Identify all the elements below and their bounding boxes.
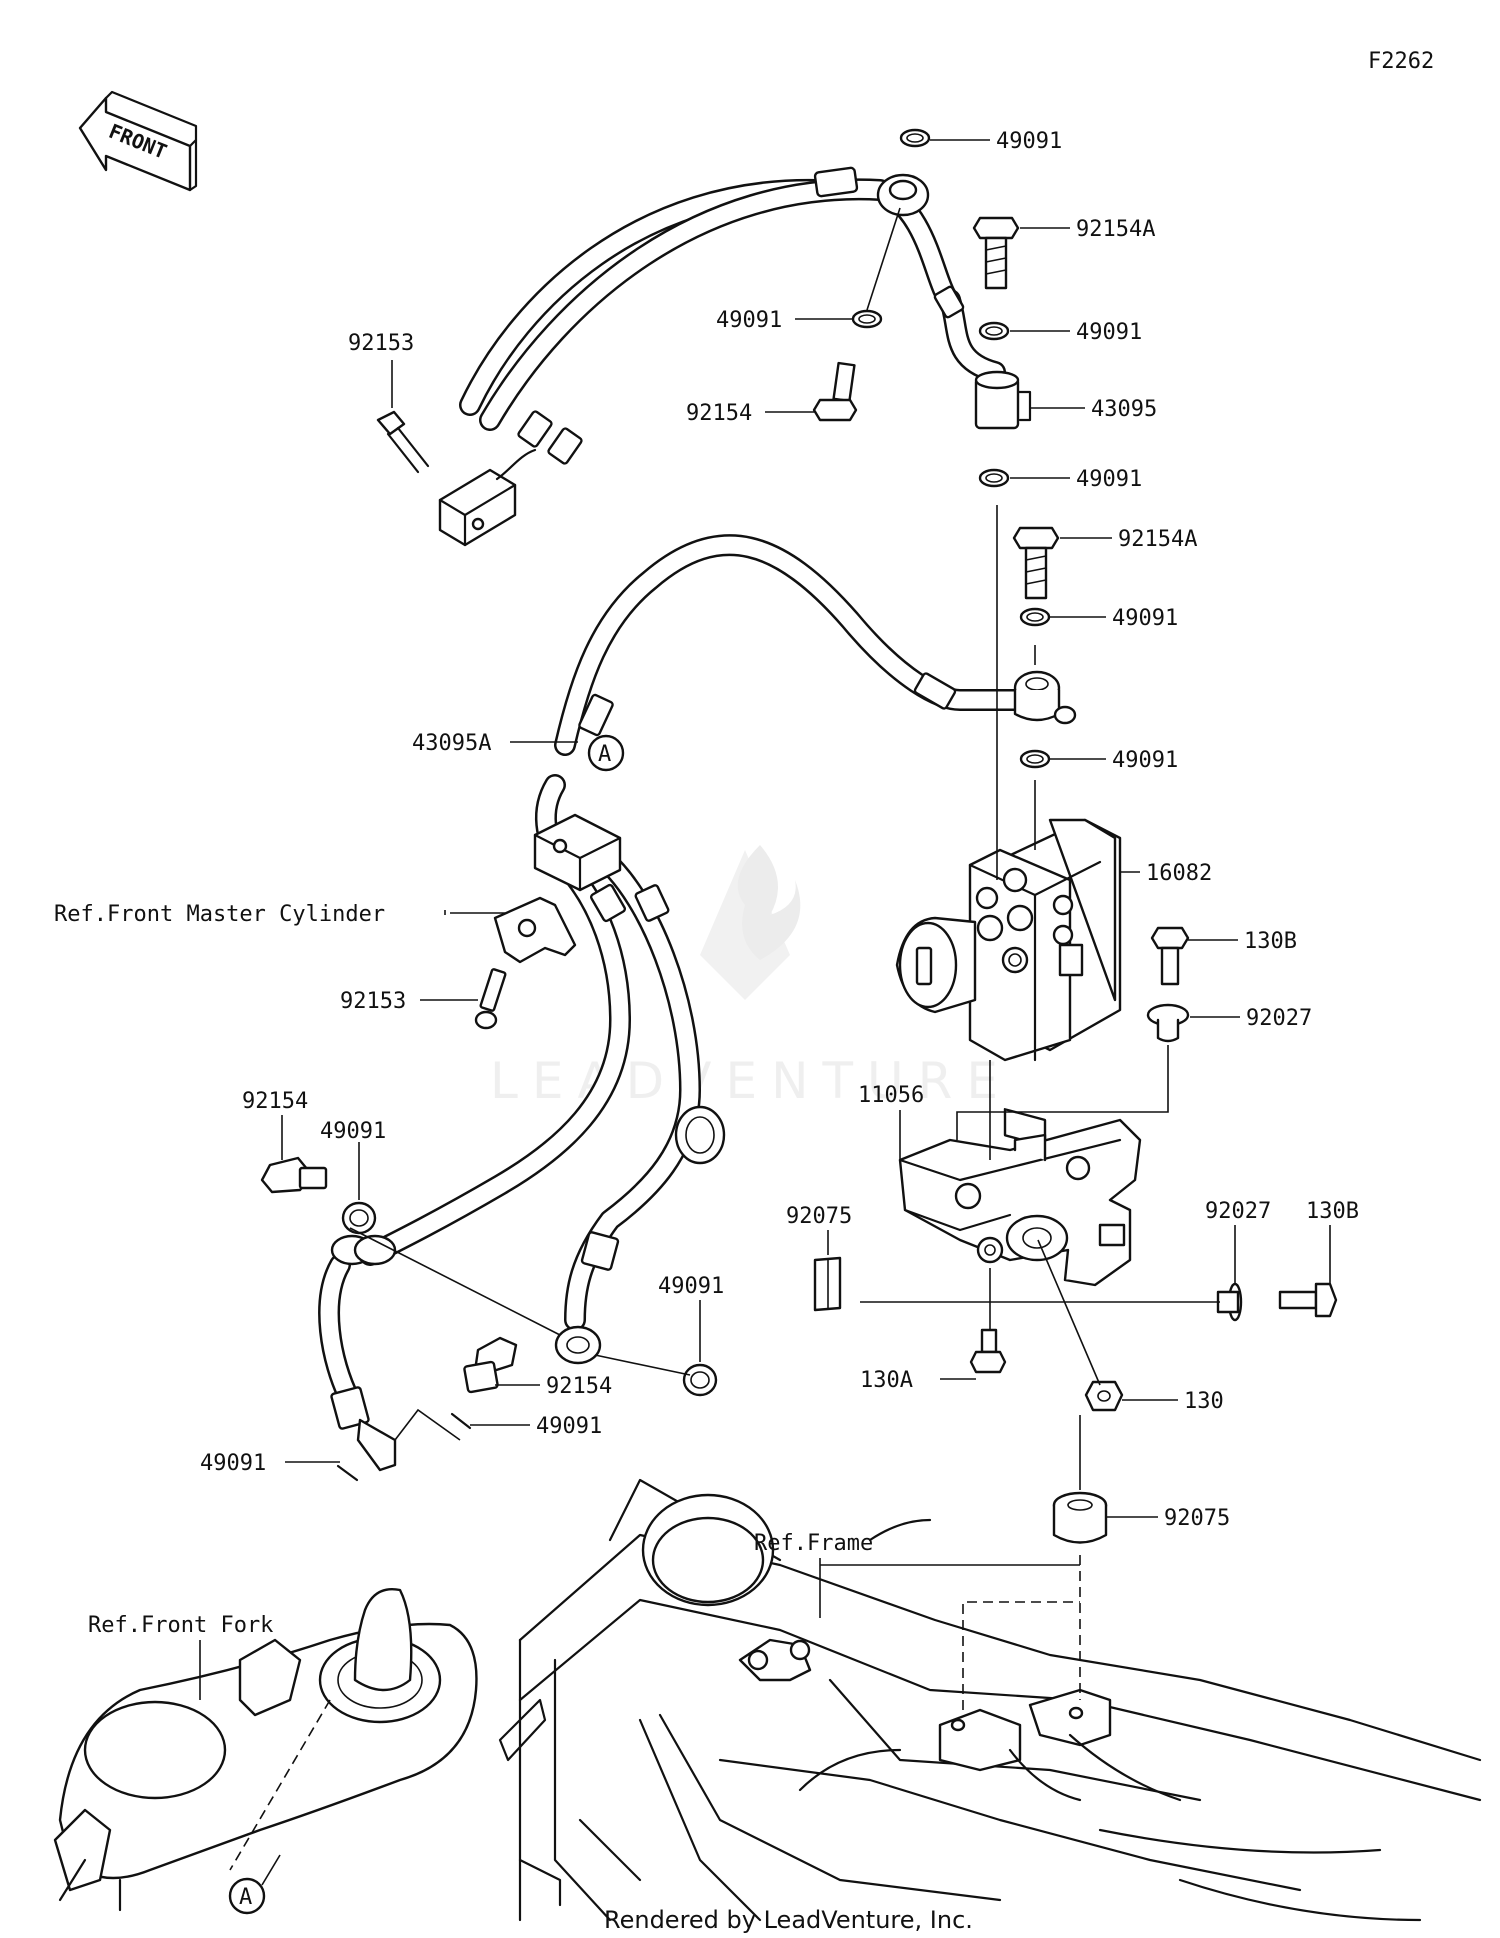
circle-ref-a-upper: A (587, 734, 625, 772)
watermark-text: LEADVENTURE (490, 1052, 1012, 1110)
callout-92027-a: 92027 (1246, 1006, 1312, 1031)
callout-92154A-a: 92154A (1076, 217, 1155, 242)
callout-ref-front-master-cylinder: Ref.Front Master Cylinder (54, 902, 385, 927)
circle-ref-a-lower-label: A (239, 1885, 252, 1910)
hose-43095A (554, 534, 1077, 756)
callout-130: 130 (1184, 1389, 1224, 1414)
banjo-bolt-92154A-lower (1012, 526, 1060, 600)
master-cylinder-bracket (493, 896, 577, 964)
callout-92153-a: 92153 (348, 331, 414, 356)
front-direction-arrow: FRONT (78, 90, 198, 192)
circle-ref-a-upper-label: A (598, 742, 611, 767)
callout-130A: 130A (860, 1368, 913, 1393)
collar-92027-upper (1146, 1003, 1190, 1043)
callout-130B-b: 130B (1306, 1199, 1359, 1224)
bolt-92154-left (260, 1156, 328, 1194)
callout-ref-frame: Ref.Frame (754, 1531, 873, 1556)
callout-130B-a: 130B (1244, 929, 1297, 954)
bracket-11056 (898, 1118, 1142, 1287)
callout-49091-d: 49091 (1076, 467, 1142, 492)
footer-credit: Rendered by LeadVenture, Inc. (604, 1906, 973, 1934)
washer-49091-left (341, 1201, 377, 1235)
callout-92027-b: 92027 (1205, 1199, 1271, 1224)
fitting-43095 (974, 370, 1032, 430)
bolt-92154-upper (812, 361, 858, 422)
bolt-130 (1084, 1380, 1124, 1412)
banjo-bolt-92154A-upper (972, 216, 1020, 290)
front-fork-reference (53, 1588, 478, 1912)
upper-brake-hose (438, 166, 1006, 547)
frame-reference (498, 1478, 1482, 1922)
callout-92153-b: 92153 (340, 989, 406, 1014)
callout-92154-c: 92154 (546, 1374, 612, 1399)
washer-49091-right (682, 1363, 718, 1397)
callout-ref-front-fork: Ref.Front Fork (88, 1613, 273, 1638)
grommet-92075-left (813, 1256, 842, 1312)
washers-upper (851, 128, 1051, 769)
callout-49091-c: 49091 (1076, 320, 1142, 345)
callout-49091-h: 49091 (658, 1274, 724, 1299)
callout-92075-b: 92075 (1164, 1506, 1230, 1531)
assembly-lines (349, 207, 1220, 1490)
callout-16082: 16082 (1146, 861, 1212, 886)
callout-labels: 49091 92154A 49091 49091 43095 92153 921… (54, 129, 1359, 1638)
callout-49091-a: 49091 (996, 129, 1062, 154)
callout-49091-e: 49091 (1112, 606, 1178, 631)
callout-92154-a: 92154 (686, 401, 752, 426)
bolt-130B-upper (1150, 926, 1190, 986)
washer-49091-thin (336, 1412, 472, 1482)
figure-code: F2262 (1368, 49, 1434, 74)
leadventure-watermark: LEADVENTURE (490, 845, 1012, 1110)
collar-92027-right (1216, 1282, 1243, 1322)
callout-49091-b: 49091 (716, 308, 782, 333)
callout-11056: 11056 (858, 1083, 924, 1108)
bolt-130B-right (1278, 1282, 1338, 1318)
bolt-92154-lower (463, 1336, 518, 1394)
bolt-130A (969, 1328, 1007, 1374)
callout-92075-a: 92075 (786, 1204, 852, 1229)
callout-49091-j: 49091 (200, 1451, 266, 1476)
lower-hoses (318, 774, 726, 1472)
leader-lines (199, 139, 1331, 1700)
callout-92154A-b: 92154A (1118, 527, 1197, 552)
callout-49091-i: 49091 (536, 1414, 602, 1439)
bolt-92153-upper (376, 410, 430, 474)
callout-43095: 43095 (1091, 397, 1157, 422)
bolt-92153-lower (474, 968, 507, 1030)
callout-43095A: 43095A (412, 731, 491, 756)
grommet-92075-lower (1052, 1491, 1108, 1544)
circle-ref-a-lower: A (228, 1854, 281, 1915)
callout-92154-b: 92154 (242, 1089, 308, 1114)
callout-49091-f: 49091 (1112, 748, 1178, 773)
callout-49091-g: 49091 (320, 1119, 386, 1144)
